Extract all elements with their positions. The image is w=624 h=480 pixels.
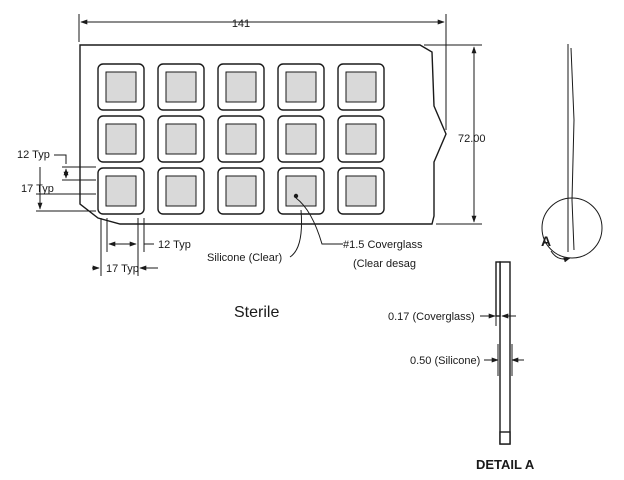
coverglass-window	[225, 71, 257, 103]
detail-marker: A	[541, 233, 551, 249]
height-dimension: 72.00	[424, 44, 486, 225]
coverglass-window	[225, 175, 257, 207]
coverglass-thickness-label: 0.17 (Coverglass)	[388, 311, 475, 323]
detail-title: DETAIL A	[476, 457, 535, 472]
well-grid	[97, 63, 385, 215]
coverglass-window	[285, 175, 317, 207]
coverglass-window	[285, 71, 317, 103]
vertical-well-dimensions: 12 Typ 17 Typ	[17, 149, 96, 212]
silicone-callout: Silicone (Clear)	[207, 252, 282, 264]
vertical-pitch-label: 12 Typ	[17, 149, 50, 161]
coverglass-window	[345, 123, 377, 155]
height-dimension-label: 72.00	[458, 133, 486, 145]
sterile-label: Sterile	[234, 304, 279, 321]
coverglass-window	[165, 123, 197, 155]
coverglass-window	[105, 175, 137, 207]
coverglass-window	[165, 71, 197, 103]
coverglass-callout-line2: (Clear desag	[353, 258, 416, 270]
coverglass-window	[345, 71, 377, 103]
vertical-size-label: 17 Typ	[21, 183, 54, 195]
coverglass-window	[225, 123, 257, 155]
horizontal-well-dimensions: 12 Typ 17 Typ	[92, 218, 191, 276]
silicone-thickness-label: 0.50 (Silicone)	[410, 355, 480, 367]
width-dimension: 141	[78, 14, 447, 130]
callout-dot	[293, 193, 299, 199]
horizontal-pitch-label: 12 Typ	[158, 239, 191, 251]
detail-circle	[541, 197, 603, 259]
horizontal-size-label: 17 Typ	[106, 263, 139, 275]
callouts: Silicone (Clear) #1.5 Coverglass (Clear …	[207, 193, 423, 270]
coverglass-window	[345, 175, 377, 207]
coverglass-window	[165, 175, 197, 207]
coverglass-callout-line1: #1.5 Coverglass	[343, 239, 423, 251]
coverglass-window	[285, 123, 317, 155]
side-view: A	[541, 44, 603, 263]
width-dimension-label: 141	[232, 18, 250, 30]
coverglass-window	[105, 123, 137, 155]
coverglass-window	[105, 71, 137, 103]
detail-a-section: 0.17 (Coverglass) 0.50 (Silicone) DETAIL…	[388, 261, 535, 472]
